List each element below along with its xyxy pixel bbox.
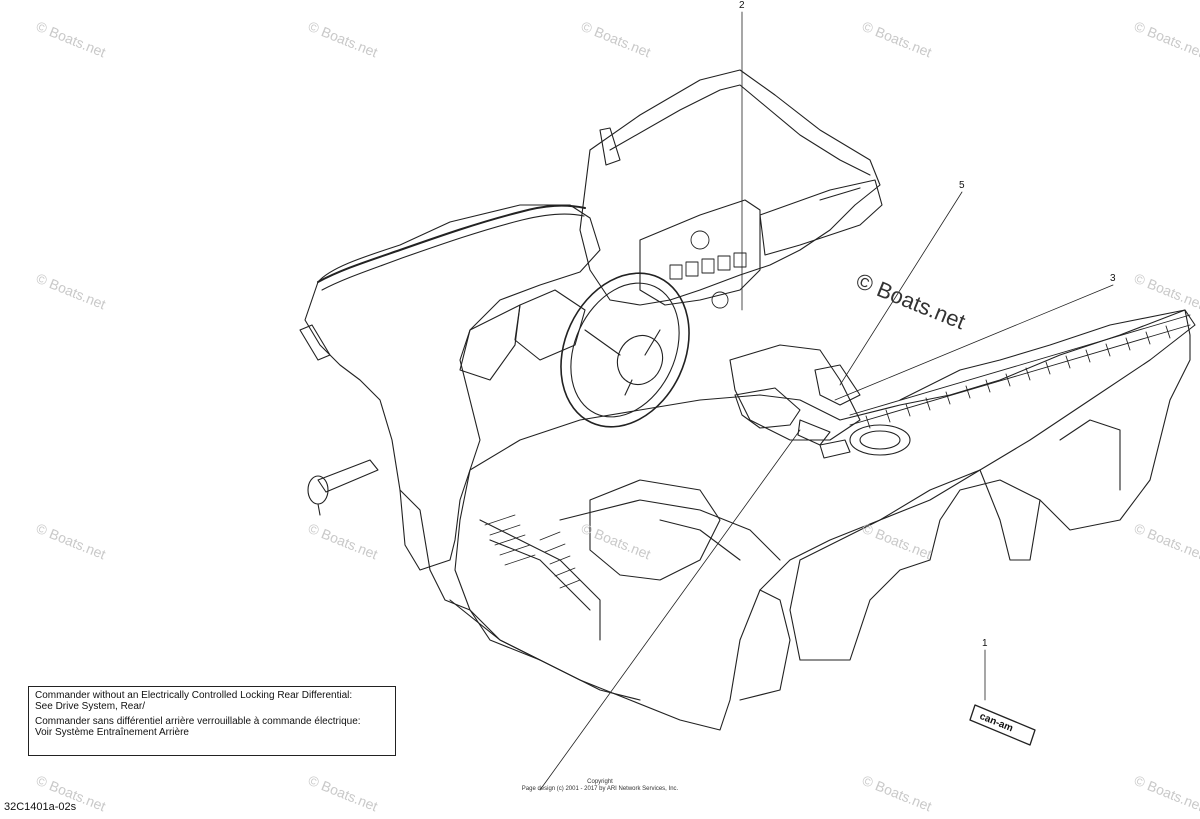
callout-3: 3 [1110, 273, 1116, 284]
steering-wheel [560, 272, 690, 428]
floor-tread [484, 514, 581, 589]
diagram-code: 32C1401a-02s [4, 801, 77, 813]
note-fr-line1: Commander sans différentiel arrière verr… [35, 716, 361, 727]
cup-holder [849, 424, 911, 456]
shift-gate [734, 387, 801, 429]
copyright-line1: Copyright [587, 779, 613, 785]
callout-5: 5 [959, 180, 965, 191]
tie-rod-end [307, 459, 379, 516]
note-box: Commander without an Electrically Contro… [28, 686, 396, 756]
centre-console [729, 344, 861, 441]
copyright-line2: Page design (c) 2001 - 2017 by ARI Netwo… [521, 786, 679, 792]
left-side-panel [304, 204, 601, 571]
dashboard-rear-wall [579, 69, 881, 306]
left-top-rail [317, 204, 586, 283]
callout-1: 1 [982, 638, 988, 649]
callout-2: 2 [739, 0, 745, 11]
copyright: Copyright Page design (c) 2001 - 2017 by… [500, 779, 700, 793]
note-en-line1: Commander without an Electrically Contro… [35, 690, 353, 701]
can-am-decal [969, 704, 1036, 746]
dashboard-switches [669, 230, 747, 309]
note-fr-line2: Voir Système Entraînement Arrière [35, 727, 189, 738]
rear-rail-ribs [849, 314, 1191, 429]
note-en-line2: See Drive System, Rear/ [35, 701, 146, 712]
floor-pan [454, 309, 1196, 731]
leader-lines [539, 11, 1114, 791]
right-lower-panel [789, 309, 1191, 661]
